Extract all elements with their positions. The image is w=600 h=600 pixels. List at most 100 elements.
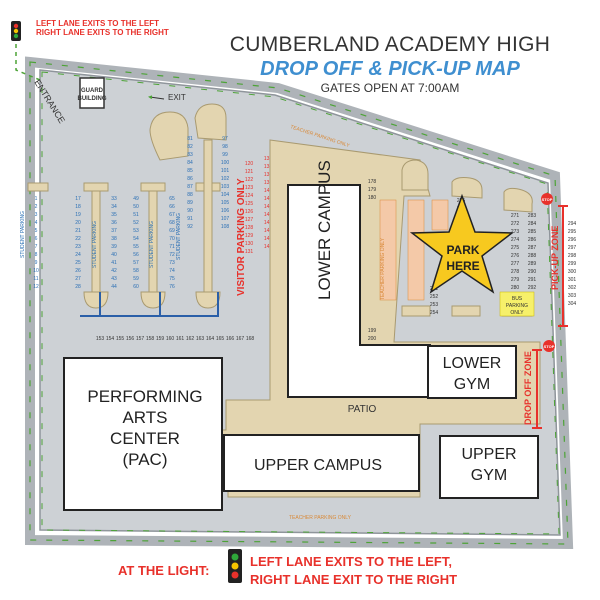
parking-column-b: 17 18 19 20 21 22 23 24 25 26 27 28 bbox=[75, 196, 81, 290]
stall-number: 56 bbox=[133, 252, 139, 258]
stall-number: 66 bbox=[169, 204, 175, 210]
stall-number: 302 bbox=[568, 285, 577, 291]
stall-number: 130 bbox=[245, 241, 254, 247]
stall-number: 2 bbox=[35, 204, 38, 210]
stall-number: 121 bbox=[245, 169, 254, 175]
stall-number: 290 bbox=[528, 269, 537, 275]
park-here-star-icon: PARK HERE bbox=[409, 193, 515, 294]
walkway bbox=[189, 139, 541, 498]
stall-number: 139 bbox=[264, 180, 273, 186]
stall-number: 131 bbox=[245, 249, 254, 255]
pac-label-2: ARTS bbox=[122, 408, 167, 427]
at-light-label: AT THE LIGHT: bbox=[118, 563, 210, 578]
stall-number: 277 bbox=[511, 261, 520, 267]
stall-number: 129 bbox=[245, 233, 254, 239]
stall-number: 69 bbox=[169, 228, 175, 234]
stall-number: 89 bbox=[187, 200, 193, 206]
stall-number: 145 bbox=[264, 228, 273, 234]
pickup-stalls-c: 294 295 296 297 298 299 300 301 302 303 … bbox=[568, 221, 577, 307]
stall-number: 35 bbox=[111, 212, 117, 218]
stall-number: 301 bbox=[568, 277, 577, 283]
stall-number: 18 bbox=[75, 204, 81, 210]
stall-number: 122 bbox=[245, 177, 254, 183]
stall-number: 292 bbox=[528, 285, 537, 291]
stall-number: 40 bbox=[111, 252, 117, 258]
stall-number: 294 bbox=[568, 221, 577, 227]
stall-number: 137 bbox=[264, 164, 273, 170]
stall-number: 108 bbox=[221, 224, 230, 230]
stall-number: 75 bbox=[169, 276, 175, 282]
guard-building bbox=[79, 77, 105, 109]
stall-number: 76 bbox=[169, 284, 175, 290]
teacher-parking-label: TEACHER PARKING ONLY bbox=[289, 515, 352, 521]
stall-number: 4 bbox=[35, 220, 38, 226]
stall-number: 3 bbox=[35, 212, 38, 218]
stall-number: 165 bbox=[216, 336, 225, 342]
teacher-stalls: 178 179 180 199 200 bbox=[368, 179, 377, 342]
bus-label-1: BUS bbox=[512, 296, 523, 302]
top-note-line2: RIGHT LANE EXITS TO THE RIGHT bbox=[36, 28, 169, 37]
stall-number: 158 bbox=[146, 336, 155, 342]
blue-route bbox=[80, 292, 219, 317]
stall-number: 303 bbox=[568, 293, 577, 299]
entrance-road bbox=[15, 44, 41, 81]
lower-campus-label: LOWER CAMPUS bbox=[315, 160, 334, 300]
stall-number: 42 bbox=[111, 268, 117, 274]
stall-number: 73 bbox=[169, 260, 175, 266]
stall-number: 167 bbox=[236, 336, 245, 342]
stall-number: 23 bbox=[75, 244, 81, 250]
park-here-label-2: HERE bbox=[446, 259, 479, 273]
stall-number: 140 bbox=[264, 188, 273, 194]
stall-number: 36 bbox=[111, 220, 117, 226]
stall-number: 162 bbox=[186, 336, 195, 342]
parking-column-d: 49 50 51 52 53 54 55 56 57 58 59 60 bbox=[133, 196, 139, 290]
bus-label-3: ONLY bbox=[510, 310, 524, 316]
stall-number: 298 bbox=[568, 253, 577, 259]
stall-number: 9 bbox=[35, 260, 38, 266]
stall-number: 297 bbox=[568, 245, 577, 251]
stall-number: 86 bbox=[187, 176, 193, 182]
stall-number: 67 bbox=[169, 212, 175, 218]
stall-number: 291 bbox=[528, 277, 537, 283]
visitor-parking-label: VISITOR PARKING ONLY bbox=[236, 178, 247, 296]
stall-number: 200 bbox=[368, 336, 377, 342]
visitor-parking-b: 136 137 138 139 140 141 142 143 144 145 … bbox=[264, 156, 273, 250]
stall-number: 179 bbox=[368, 187, 377, 193]
stall-number: 99 bbox=[222, 152, 228, 158]
stall-number: 24 bbox=[75, 252, 81, 258]
stall-number: 98 bbox=[222, 144, 228, 150]
stall-number: 103 bbox=[221, 184, 230, 190]
stall-number: 43 bbox=[111, 276, 117, 282]
stall-number: 295 bbox=[568, 229, 577, 235]
stall-number: 283 bbox=[528, 213, 537, 219]
stall-number: 156 bbox=[126, 336, 135, 342]
dropoff-zone-label: DROP OFF ZONE bbox=[523, 351, 533, 425]
stop-sign-icon: STOP bbox=[541, 193, 553, 205]
stall-number: 20 bbox=[75, 220, 81, 226]
stall-number: 275 bbox=[511, 245, 520, 251]
stall-number: 57 bbox=[133, 260, 139, 266]
stall-number: 21 bbox=[75, 228, 81, 234]
stall-number: 163 bbox=[196, 336, 205, 342]
stall-number: 146 bbox=[264, 236, 273, 242]
stall-number: 22 bbox=[75, 236, 81, 242]
stall-number: 81 bbox=[187, 136, 193, 142]
upper-campus-building bbox=[223, 434, 420, 492]
stall-number: 138 bbox=[264, 172, 273, 178]
stall-number: 1 bbox=[35, 196, 38, 202]
stall-number: 91 bbox=[187, 216, 193, 222]
stall-number: 105 bbox=[221, 200, 230, 206]
lane-arrows-outer bbox=[29, 61, 569, 545]
stall-number: 153 bbox=[96, 336, 105, 342]
patio-label: PATIO bbox=[348, 404, 377, 415]
stall-number: 11 bbox=[33, 276, 38, 282]
stall-number: 296 bbox=[568, 237, 577, 243]
stall-number: 102 bbox=[221, 176, 230, 182]
stall-number: 19 bbox=[75, 212, 81, 218]
lower-gym-label-1: LOWER bbox=[443, 355, 502, 372]
stall-number: 54 bbox=[133, 236, 139, 242]
stall-number: 52 bbox=[133, 220, 139, 226]
stall-number: 252 bbox=[430, 294, 439, 300]
stall-number: 126 bbox=[245, 209, 254, 215]
